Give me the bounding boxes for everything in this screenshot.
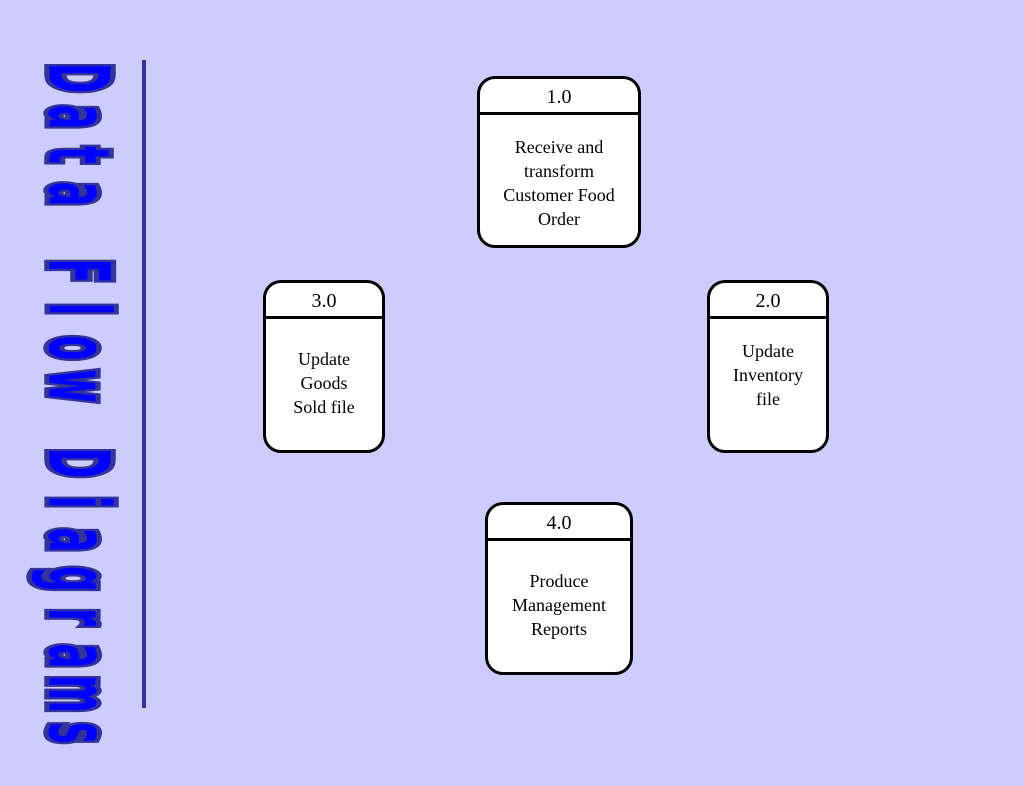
process-1-0: 1.0 Receive and transform Customer Food … [477, 76, 641, 248]
process-id: 2.0 [710, 283, 826, 319]
process-label: Update Inventory file [733, 341, 803, 409]
process-label: Update Goods Sold file [293, 349, 355, 417]
process-3-0: 3.0 Update Goods Sold file [263, 280, 385, 453]
process-2-0: 2.0 Update Inventory file [707, 280, 829, 453]
process-4-0: 4.0 Produce Management Reports [485, 502, 633, 675]
process-id: 4.0 [488, 505, 630, 541]
process-id: 3.0 [266, 283, 382, 319]
process-label: Produce Management Reports [512, 571, 606, 639]
title-divider-line [142, 60, 146, 708]
title-letter: s [25, 718, 128, 746]
process-label: Receive and transform Customer Food Orde… [503, 137, 615, 229]
process-id: 1.0 [480, 79, 638, 115]
